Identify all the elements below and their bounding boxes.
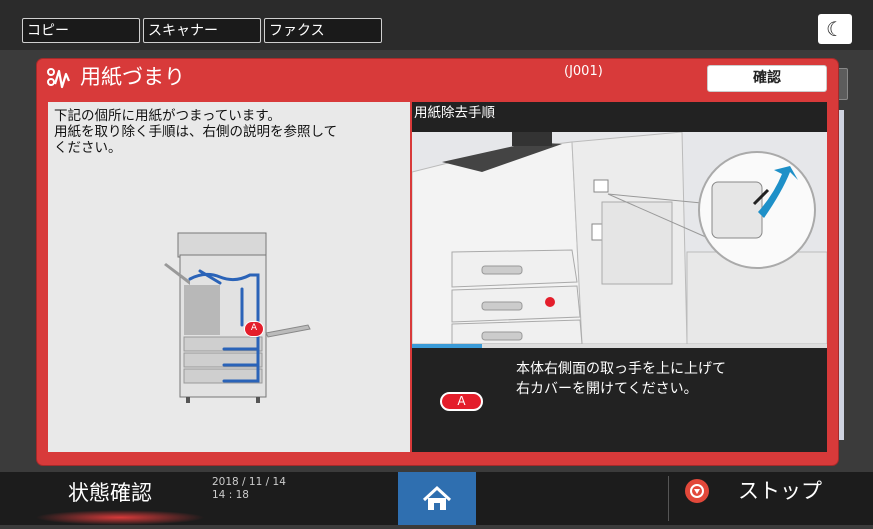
printer-diagram	[164, 232, 311, 403]
date-time: 2018 / 11 / 14 14 : 18	[212, 476, 286, 501]
stop-button[interactable]: ストップ	[738, 479, 822, 503]
stop-icon[interactable]	[684, 478, 710, 504]
step-progress-fill	[412, 344, 482, 348]
home-button[interactable]	[398, 472, 476, 525]
jam-location-marker: A	[244, 321, 264, 337]
step-progress-track	[482, 344, 827, 348]
procedure-illustration	[412, 132, 827, 344]
procedure-title: 用紙除去手順	[414, 105, 495, 121]
moon-icon[interactable]: ☾	[818, 14, 852, 44]
tab-scanner[interactable]: スキャナー	[143, 18, 261, 43]
bottom-divider	[668, 476, 669, 521]
error-code: (J001)	[564, 64, 603, 79]
status-alert-glow	[35, 510, 205, 525]
background-panel	[836, 110, 844, 440]
jam-instruction-text: 下記の個所に用紙がつまっています。 用紙を取り除く手順は、右側の説明を参照して …	[54, 108, 338, 156]
tab-fax[interactable]: ファクス	[264, 18, 382, 43]
confirm-button[interactable]: 確認	[707, 65, 827, 92]
procedure-step-text: 本体右側面の取っ手を上に上げて 右カバーを開けてください。	[516, 361, 726, 397]
paper-jam-icon	[47, 68, 71, 89]
step-location-marker: A	[440, 392, 483, 411]
home-icon	[422, 485, 452, 510]
tab-copy[interactable]: コピー	[22, 18, 140, 43]
dialog-title: 用紙づまり	[80, 65, 185, 89]
status-check-label: 状態確認	[68, 481, 152, 505]
